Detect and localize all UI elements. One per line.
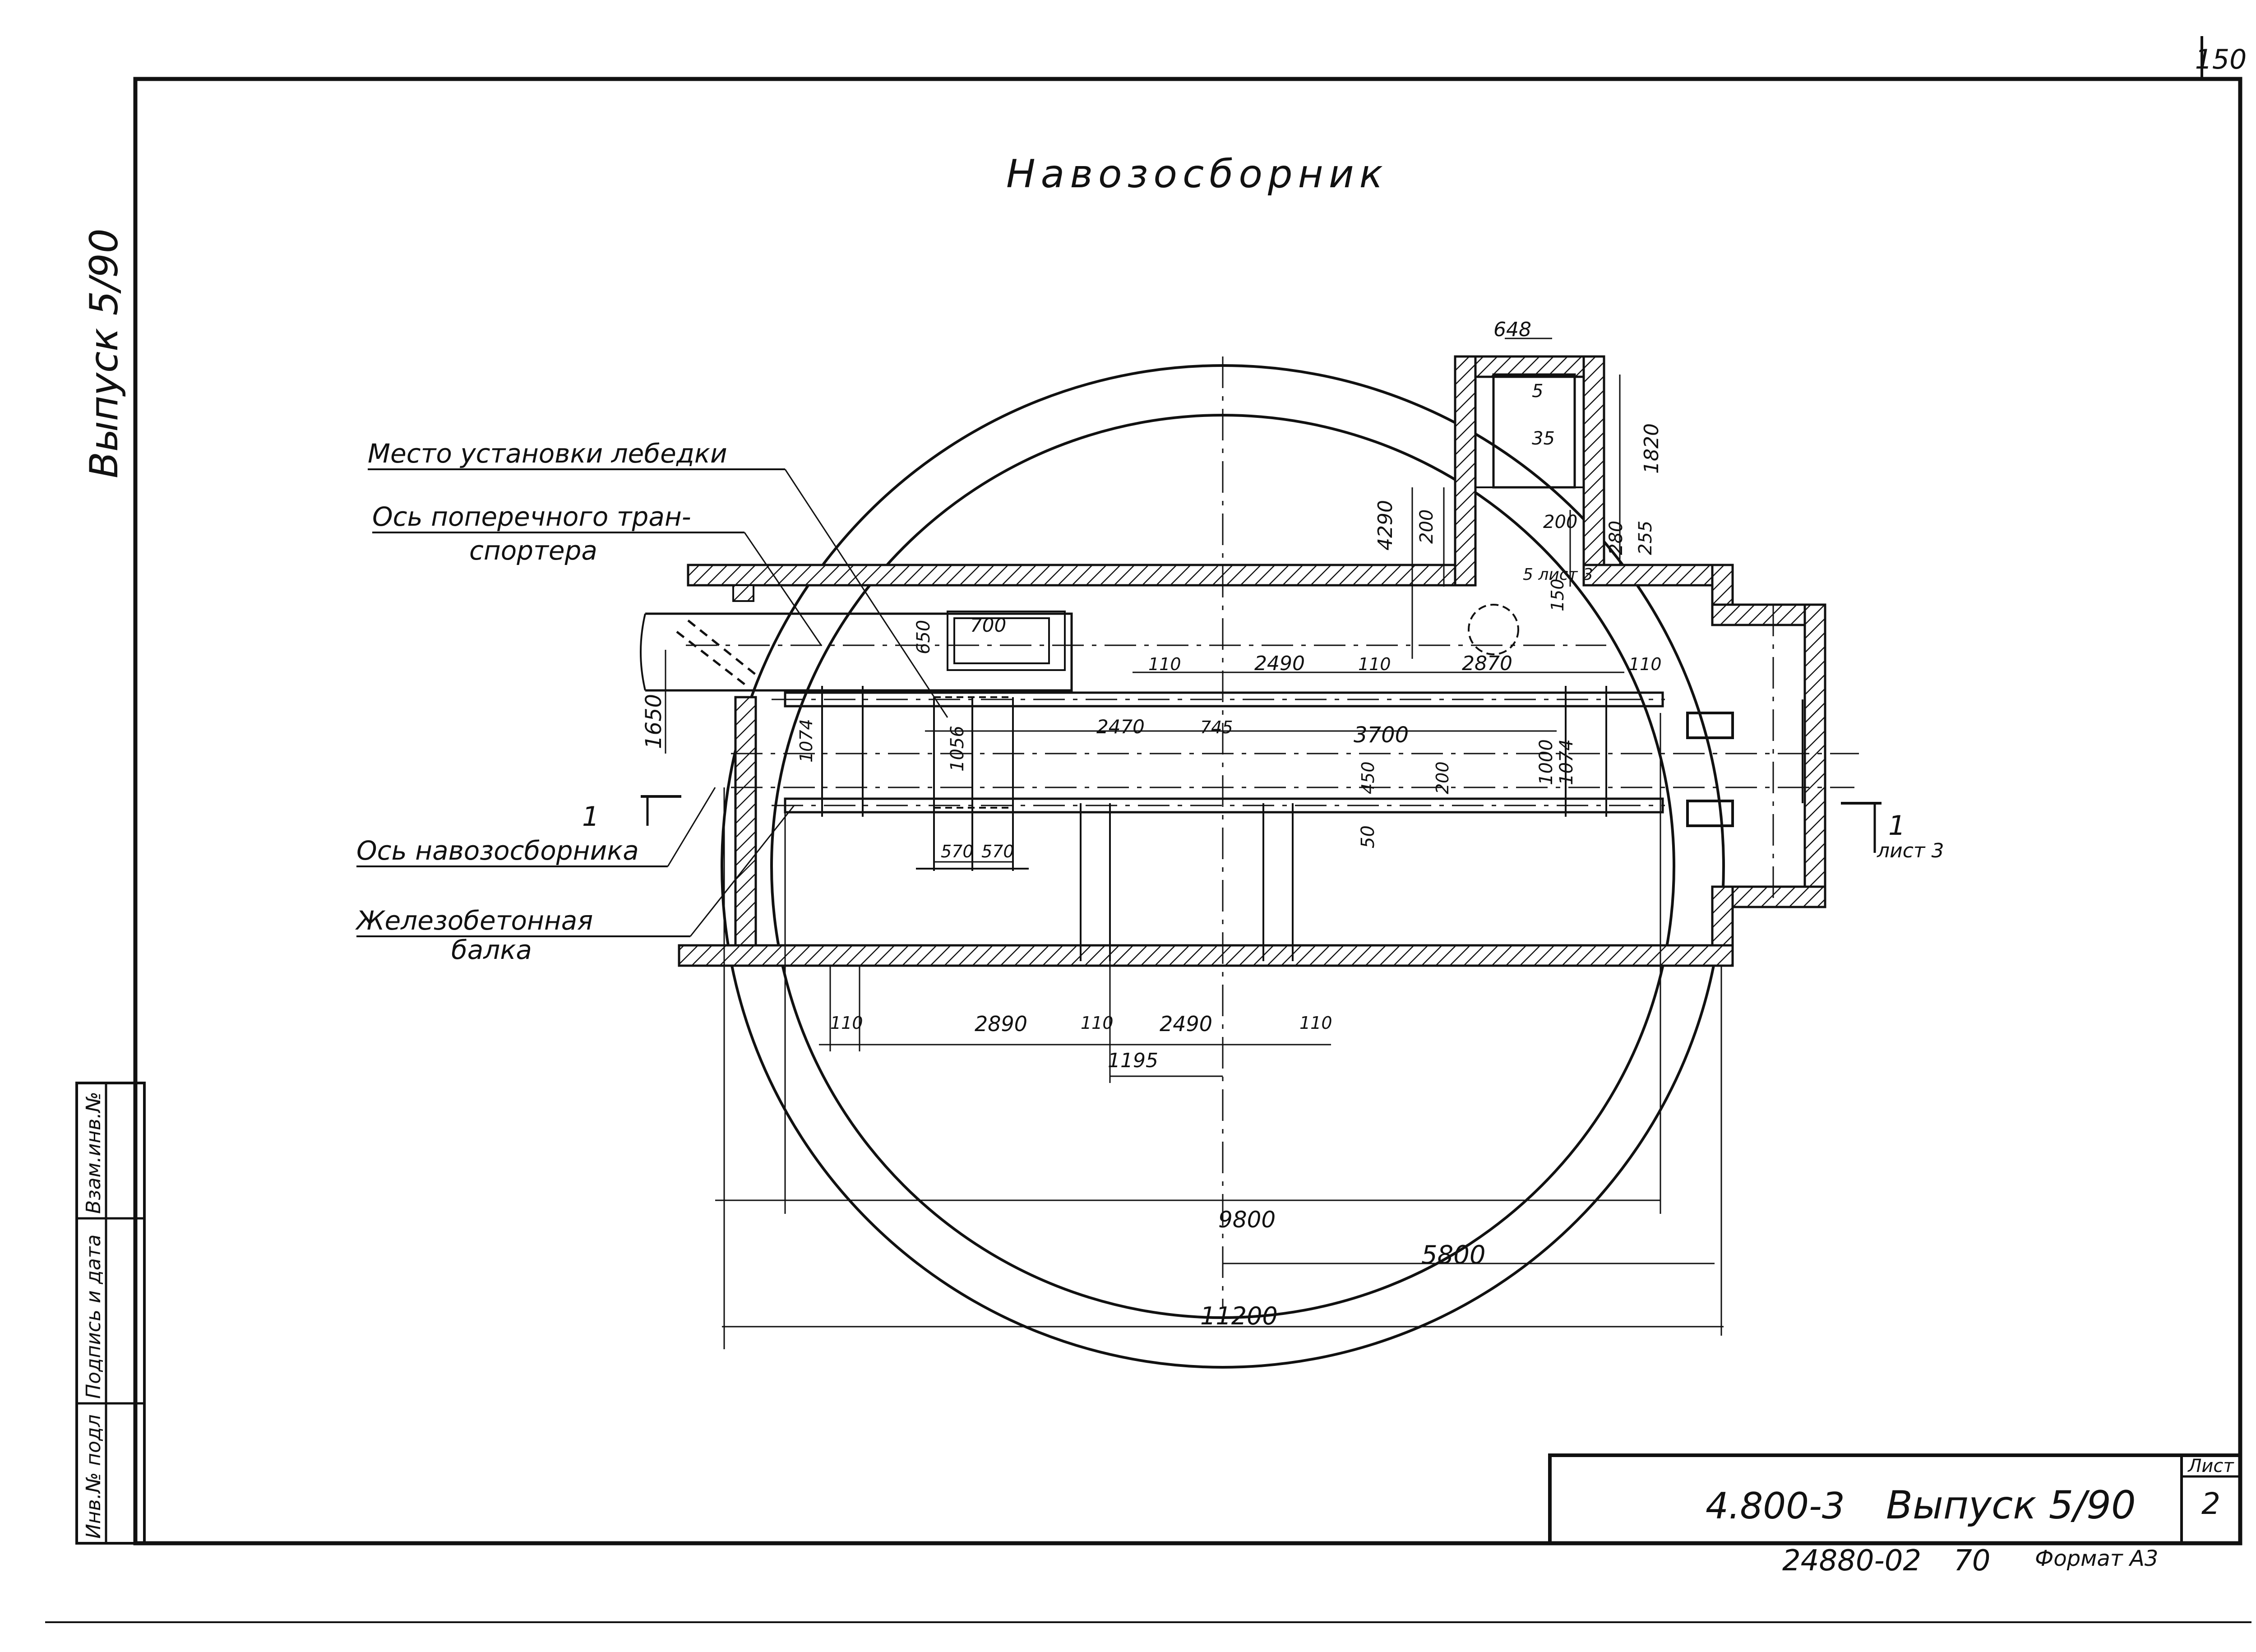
dim-50: 50 bbox=[1358, 825, 1378, 848]
dim-2490-top: 2490 bbox=[1254, 652, 1305, 675]
winch-place-leader bbox=[784, 469, 948, 718]
dim-1000: 1000 bbox=[1536, 739, 1557, 785]
sheet-label: Лист bbox=[2187, 1456, 2234, 1476]
tank-axis-leader bbox=[667, 787, 716, 867]
dim-1195: 1195 bbox=[1108, 1049, 1158, 1072]
section-markers: 1 1 лист 3 bbox=[582, 795, 1944, 862]
anchor-lower bbox=[1686, 800, 1734, 827]
dim-2490-bottom: 2490 bbox=[1160, 1012, 1212, 1036]
dim-4290: 4290 bbox=[1374, 500, 1397, 551]
inner-border bbox=[133, 77, 2242, 1546]
right-wall-upper bbox=[1711, 564, 1734, 611]
dim-110-f: 110 bbox=[1299, 1013, 1332, 1033]
dim-745: 745 bbox=[1200, 717, 1233, 737]
beam-label-1: Железобетонная bbox=[355, 905, 593, 936]
dim-255: 255 bbox=[1635, 521, 1656, 555]
dim-200-pit: 200 bbox=[1416, 509, 1437, 544]
side-stamp-frame bbox=[75, 1082, 146, 1545]
dim-200-step: 200 bbox=[1543, 512, 1577, 532]
title-block: 4.800-3 Выпуск 5/90 Лист 2 bbox=[1548, 1453, 2242, 1545]
dim-1074-left: 1074 bbox=[796, 719, 816, 763]
dim-110-b: 110 bbox=[1358, 654, 1391, 674]
tank-axis-label: Ось навозосборника bbox=[356, 835, 639, 866]
margin-issue-text: Выпуск 5/90 bbox=[82, 228, 127, 478]
winch-rope bbox=[676, 620, 757, 687]
dimension-lines bbox=[665, 338, 1724, 1349]
transporter-axis-label-2: спортера bbox=[469, 535, 597, 566]
dim-700: 700 bbox=[970, 614, 1006, 636]
dim-5800: 5800 bbox=[1421, 1240, 1486, 1270]
transporter-leader bbox=[744, 532, 822, 646]
top-wall bbox=[687, 564, 1456, 587]
sheet-number: 2 bbox=[2201, 1486, 2220, 1521]
dim-280: 280 bbox=[1606, 521, 1627, 555]
dim-3700: 3700 bbox=[1354, 722, 1409, 748]
pit-right-wall bbox=[1582, 355, 1605, 566]
section-left-label: 1 bbox=[582, 801, 599, 833]
beam-label-2: балка bbox=[451, 935, 532, 965]
section-right-label: 1 bbox=[1888, 810, 1905, 842]
dim-2870: 2870 bbox=[1462, 652, 1512, 675]
format-text: Формат А3 bbox=[2035, 1546, 2158, 1571]
pit-top-wall bbox=[1454, 355, 1605, 378]
sheet-frame: 1 50 bbox=[45, 36, 2251, 1623]
side-stamp: Инв.№ подл Подпись и дата Взам.инв.№ bbox=[75, 1082, 146, 1545]
conveyor-channel bbox=[645, 612, 1073, 692]
callouts: Место установки лебедки Ось поперечного … bbox=[355, 438, 1593, 965]
conveyor-break bbox=[640, 613, 646, 691]
dim-1074-right: 1074 bbox=[1556, 739, 1577, 785]
dim-11200: 11200 bbox=[1200, 1302, 1278, 1330]
dim-450: 450 bbox=[1358, 761, 1378, 794]
dim-200-beam: 200 bbox=[1433, 761, 1452, 794]
dim-5: 5 bbox=[1532, 381, 1543, 402]
dim-35: 35 bbox=[1532, 428, 1555, 449]
dim-650: 650 bbox=[913, 620, 934, 654]
winch-place-label: Место установки лебедки bbox=[368, 438, 727, 469]
dim-2470: 2470 bbox=[1096, 716, 1145, 738]
dim-570-a: 570 bbox=[941, 842, 974, 861]
dim-150: 150 bbox=[1548, 578, 1567, 611]
copy-number-text: 24880-02 bbox=[1782, 1544, 1921, 1578]
drawing-title: Навозосборник bbox=[1006, 152, 1388, 197]
section-ref-label: лист 3 bbox=[1877, 839, 1944, 862]
dim-110-e: 110 bbox=[1081, 1013, 1114, 1033]
stamp-podpis-data: Подпись и дата bbox=[82, 1235, 105, 1399]
copy-suffix-text: 70 bbox=[1954, 1544, 1990, 1578]
top-wall-stub bbox=[732, 584, 754, 602]
dim-9800: 9800 bbox=[1218, 1207, 1276, 1233]
dimension-texts: 648 5 35 1820 4290 200 200 280 255 150 6… bbox=[641, 318, 1663, 1330]
dim-110-a: 110 bbox=[1148, 654, 1181, 674]
dim-1820: 1820 bbox=[1640, 423, 1663, 474]
dim-2890: 2890 bbox=[975, 1012, 1027, 1036]
anchor-upper bbox=[1686, 712, 1734, 739]
manhole-circle bbox=[1468, 604, 1519, 655]
column-lines bbox=[821, 686, 1607, 961]
winch-frame-inner bbox=[953, 617, 1050, 664]
niche-right-wall bbox=[1803, 603, 1826, 908]
dim-648: 648 bbox=[1493, 318, 1531, 341]
dim-1650: 1650 bbox=[641, 694, 666, 749]
dim-110-c: 110 bbox=[1629, 654, 1662, 674]
issue-text: Выпуск 5/90 bbox=[1886, 1483, 2136, 1528]
stamp-inv-podl: Инв.№ подл bbox=[82, 1414, 105, 1539]
beam-leader bbox=[689, 805, 795, 937]
dim-570-b: 570 bbox=[981, 842, 1014, 861]
stamp-vzam-inv: Взам.инв.№ bbox=[82, 1092, 105, 1214]
hatch-ref-label: 5 лист 3 bbox=[1523, 565, 1593, 584]
center-lines bbox=[686, 356, 1859, 1309]
dim-110-d: 110 bbox=[830, 1013, 863, 1033]
pit-left-wall bbox=[1454, 355, 1477, 587]
pit-inner-step bbox=[1475, 486, 1585, 564]
winch-frame-outer bbox=[947, 611, 1066, 671]
transporter-axis-label-1: Ось поперечного тран- bbox=[372, 501, 691, 532]
dim-1056: 1056 bbox=[947, 726, 968, 772]
left-wall bbox=[734, 696, 757, 947]
corner-sheet-number: 150 bbox=[2195, 44, 2247, 75]
top-right-wall bbox=[1582, 564, 1734, 587]
designation-text: 4.800-3 bbox=[1706, 1485, 1845, 1527]
title-block-frame bbox=[1548, 1453, 2242, 1545]
bottom-wall bbox=[678, 944, 1734, 967]
